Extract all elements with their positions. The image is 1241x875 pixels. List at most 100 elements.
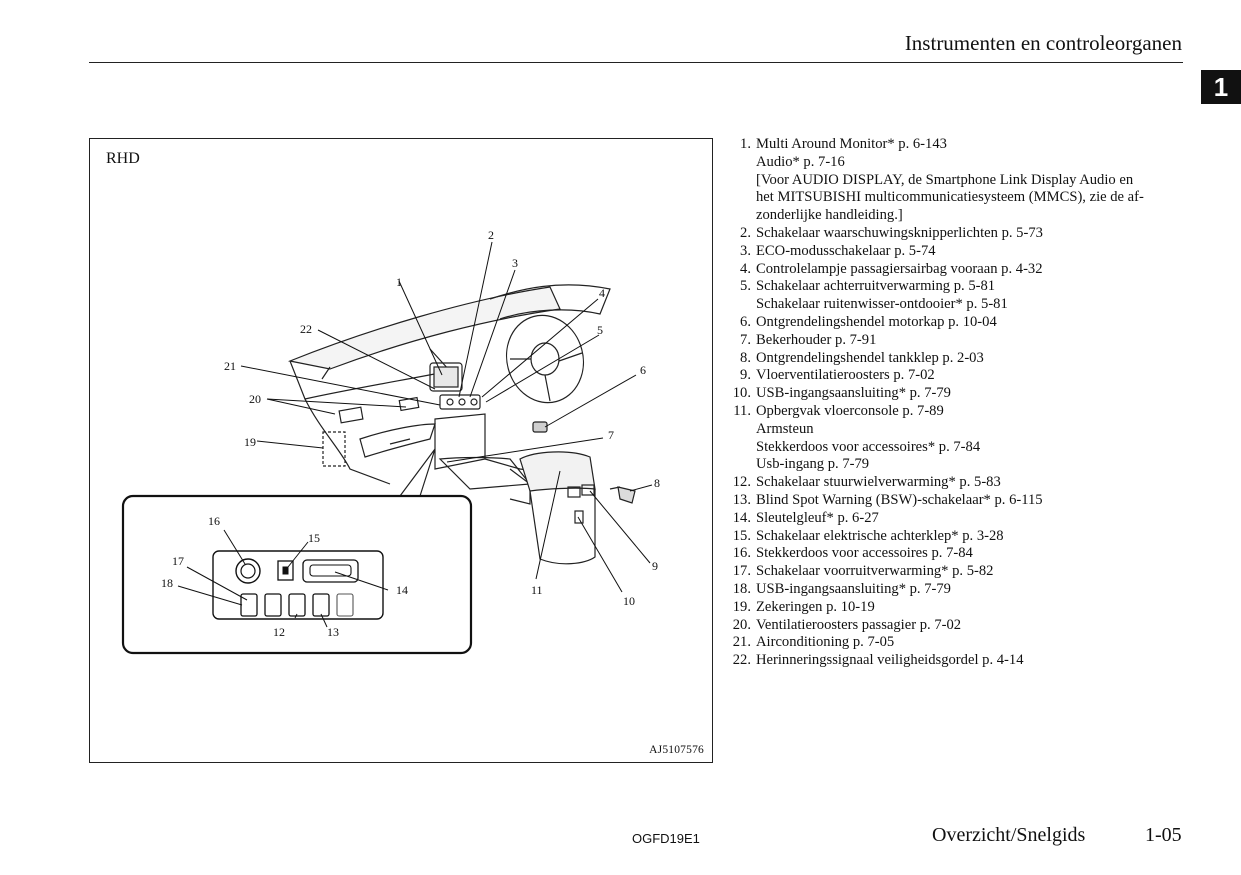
callout-item: 13. Blind Spot Warning (BSW)-schakelaar* … (730, 492, 1200, 510)
callout-item-text: ECO-modusschakelaar p. 5-74 (756, 242, 936, 259)
callout-item-text: Sleutelgleuf* p. 6-27 (756, 509, 879, 526)
callout-item-text: Multi Around Monitor* p. 6-143 (756, 136, 947, 152)
callout-item-number: 15. (732, 527, 751, 544)
callout-item-number: 14. (732, 509, 751, 526)
callout-number: 1 (396, 275, 402, 289)
callout-number: 5 (597, 323, 603, 337)
callout-item: 14. Sleutelgleuf* p. 6-27 (730, 510, 1200, 528)
callout-number: 18 (161, 576, 173, 590)
callout-item: 2. Schakelaar waarschuwingsknipperlichten… (730, 225, 1200, 243)
callout-number: 8 (654, 476, 660, 490)
callout-number: 6 (640, 363, 646, 377)
callout-item-text: Opbergvak vloerconsole p. 7-89 (756, 402, 944, 419)
callout-item: 8. Ontgrendelingshendel tankklep p. 2-03 (730, 350, 1200, 368)
callout-item-number: 16. (732, 545, 751, 562)
callout-number: 13 (327, 625, 339, 639)
callout-item: 18. USB-ingangsaansluiting* p. 7-79 (730, 581, 1200, 599)
callout-item-text: Blind Spot Warning (BSW)-schakelaar* p. … (756, 491, 1043, 508)
callout-item: 5. Schakelaar achterruitverwarming p. 5-8… (730, 278, 1200, 314)
callout-item: 19. Zekeringen p. 10-19 (730, 599, 1200, 617)
callout-number: 11 (531, 583, 543, 597)
callout-item-text: Ontgrendelingshendel tankklep p. 2-03 (756, 349, 984, 366)
callout-item-text: Schakelaar voorruitverwarming* p. 5-82 (756, 563, 994, 580)
callout-item-number: 10. (732, 385, 751, 402)
callout-item-text: Schakelaar achterruitverwarming p. 5-81 (756, 278, 996, 295)
footer-section-title: Overzicht/Snelgids (932, 824, 1086, 846)
callout-item-number: 5. (740, 278, 751, 295)
callout-item: 16. Stekkerdoos voor accessoires p. 7-84 (730, 545, 1200, 563)
callout-number: 12 (273, 625, 285, 639)
callout-number: 22 (300, 322, 312, 336)
callout-number: 21 (224, 359, 236, 373)
callout-item-text: Vloerventilatieroosters p. 7-02 (756, 367, 935, 384)
callout-item-number: 8. (740, 349, 751, 366)
callout-item-number: 18. (732, 580, 751, 597)
figure-label: RHD (106, 150, 140, 167)
page-number: 1-05 (1145, 824, 1182, 846)
callout-number: 9 (652, 559, 658, 573)
dashboard-illustration: 1 2 3 4 5 6 7 8 9 10 11 12 13 14 15 16 1… (89, 138, 713, 763)
callout-item-number: 21. (732, 634, 751, 651)
footer-code: OGFD19E1 (632, 831, 700, 846)
callout-item-text: Armsteun (756, 420, 814, 437)
callout-item-text: het MITSUBISHI multicommunicatiesysteem … (756, 189, 1144, 206)
page-header-title: Instrumenten en controleorganen (904, 31, 1182, 55)
callout-number: 20 (249, 392, 261, 406)
callout-item-number: 1. (740, 136, 751, 152)
callout-item-text: zonderlijke handleiding.] (756, 207, 903, 224)
callout-item-text: Stekkerdoos voor accessoires* p. 7-84 (756, 438, 981, 455)
callout-item-text: Ventilatieroosters passagier p. 7-02 (756, 616, 962, 633)
callout-number: 4 (599, 286, 605, 300)
callout-number: 19 (244, 435, 256, 449)
callout-number: 16 (208, 514, 220, 528)
callout-item-number: 13. (732, 491, 751, 508)
callout-number: 14 (396, 583, 408, 597)
callout-item-text: Usb-ingang p. 7-79 (756, 456, 870, 473)
callout-number: 3 (512, 256, 518, 270)
callout-item-text: USB-ingangsaansluiting* p. 7-79 (756, 385, 951, 402)
callout-item-number: 17. (732, 563, 751, 580)
callout-item: 7. Bekerhouder p. 7-91 (730, 332, 1200, 350)
chapter-tab[interactable]: 1 (1201, 70, 1241, 104)
callout-item-number: 19. (732, 598, 751, 615)
callout-item-text: Bekerhouder p. 7-91 (756, 331, 877, 348)
callout-item: 10. USB-ingangsaansluiting* p. 7-79 (730, 385, 1200, 403)
callout-item: 3. ECO-modusschakelaar p. 5-74 (730, 243, 1200, 261)
leader-lines (177, 241, 653, 628)
callout-item-number: 11. (733, 402, 751, 419)
callout-numbers: 1 2 3 4 5 6 7 8 9 10 11 12 13 14 15 16 1… (161, 228, 660, 639)
callout-item-text: Ontgrendelingshendel motorkap p. 10-04 (756, 313, 997, 330)
callout-item-text: [Voor AUDIO DISPLAY, de Smartphone Link … (756, 171, 1134, 188)
callout-item-text: Schakelaar stuurwielverwarming* p. 5-83 (756, 474, 1001, 491)
callout-item-number: 4. (740, 260, 751, 277)
callout-item: 6.Ontgrendelingshendel motorkap p. 10-04 (730, 314, 1200, 332)
header-divider (89, 62, 1183, 63)
callout-item-number: 3. (740, 242, 751, 259)
callout-item-text: Schakelaar elektrische achterklep* p. 3-… (756, 527, 1004, 544)
callout-item: 20. Ventilatieroosters passagier p. 7-02 (730, 617, 1200, 635)
callout-item: 17. Schakelaar voorruitverwarming* p. 5-8… (730, 563, 1200, 581)
callout-item-text: Controlelampje passagiersairbag vooraan … (756, 260, 1043, 277)
callout-item-text: Stekkerdoos voor accessoires p. 7-84 (756, 545, 973, 562)
callout-item-text: Zekeringen p. 10-19 (756, 598, 875, 615)
inset-detail (121, 494, 473, 655)
callout-item: 9.Vloerventilatieroosters p. 7-02 (730, 367, 1200, 385)
callout-number: 2 (488, 228, 494, 242)
callout-item-number: 20. (732, 616, 751, 633)
figure-code: AJ5107576 (649, 744, 704, 756)
callout-item-text: Schakelaar waarschuwingsknipperlichten p… (756, 224, 1043, 241)
dashboard-drawing: 1 2 3 4 5 6 7 8 9 10 11 12 13 14 15 16 1… (121, 228, 660, 655)
callout-item: 21. Airconditioning p. 7-05 (730, 634, 1200, 652)
callout-item: 15. Schakelaar elektrische achterklep* p.… (730, 528, 1200, 546)
callout-item-text: USB-ingangsaansluiting* p. 7-79 (756, 580, 951, 597)
callout-number: 15 (308, 531, 320, 545)
callout-item-number: 2. (740, 224, 751, 241)
callout-number: 7 (608, 428, 614, 442)
callout-item: 12. Schakelaar stuurwielverwarming* p. 5-… (730, 474, 1200, 492)
callout-item-text: Airconditioning p. 7-05 (756, 634, 895, 651)
callout-item-text: Schakelaar ruitenwisser-ontdooier* p. 5-… (756, 296, 1008, 313)
callout-number: 10 (623, 594, 635, 608)
callout-item-number: 12. (732, 474, 751, 491)
callout-item-number: 7. (740, 331, 751, 348)
